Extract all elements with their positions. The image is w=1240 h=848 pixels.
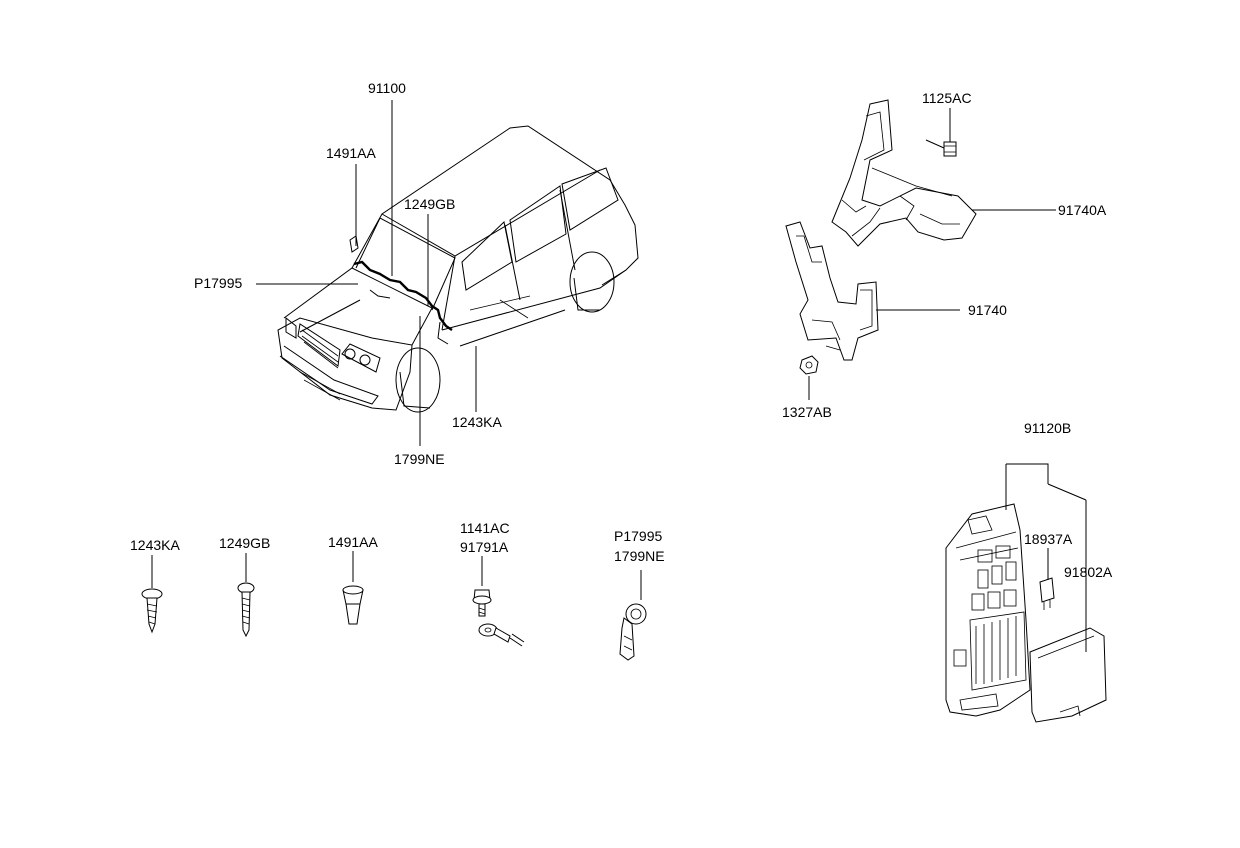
label-91740A: 91740A bbox=[1058, 202, 1107, 218]
bracket-assembly-illustration bbox=[785, 99, 977, 375]
leader-91120B-split bbox=[1005, 464, 1087, 510]
label-1249GB: 1249GB bbox=[219, 535, 270, 551]
label-91740: 91740 bbox=[968, 302, 1007, 318]
ground-bolt-1141AC-illustration bbox=[472, 556, 492, 617]
label-P17995-top: P17995 bbox=[194, 275, 242, 291]
junction-box-illustration bbox=[945, 503, 1107, 723]
harness-clip-P17995-illustration bbox=[619, 570, 647, 661]
label-91791A: 91791A bbox=[460, 539, 509, 555]
label-91120B: 91120B bbox=[1024, 420, 1071, 436]
label-1327AB: 1327AB bbox=[782, 404, 832, 420]
label-18937A: 18937A bbox=[1024, 531, 1073, 547]
ground-terminal-91791A-illustration bbox=[478, 623, 525, 647]
label-91100: 91100 bbox=[368, 80, 406, 96]
label-P17995: P17995 bbox=[614, 528, 662, 544]
label-1243KA-top: 1243KA bbox=[452, 414, 502, 430]
screw-1249GB-illustration bbox=[237, 553, 255, 638]
label-1799NE-top: 1799NE bbox=[394, 451, 445, 467]
clip-1491AA-illustration bbox=[342, 551, 364, 625]
label-1491AA: 1491AA bbox=[328, 534, 378, 550]
label-1141AC: 1141AC bbox=[460, 520, 510, 536]
label-1125AC: 1125AC bbox=[922, 90, 972, 106]
leader-91120B bbox=[1006, 463, 1049, 484]
label-1243KA: 1243KA bbox=[130, 537, 180, 553]
label-1799NE: 1799NE bbox=[614, 548, 665, 564]
label-91802A: 91802A bbox=[1064, 564, 1113, 580]
label-1249GB-top: 1249GB bbox=[404, 196, 455, 212]
screw-1243KA-illustration bbox=[141, 555, 163, 634]
label-1491AA-top: 1491AA bbox=[326, 145, 376, 161]
vehicle-illustration bbox=[277, 125, 639, 413]
